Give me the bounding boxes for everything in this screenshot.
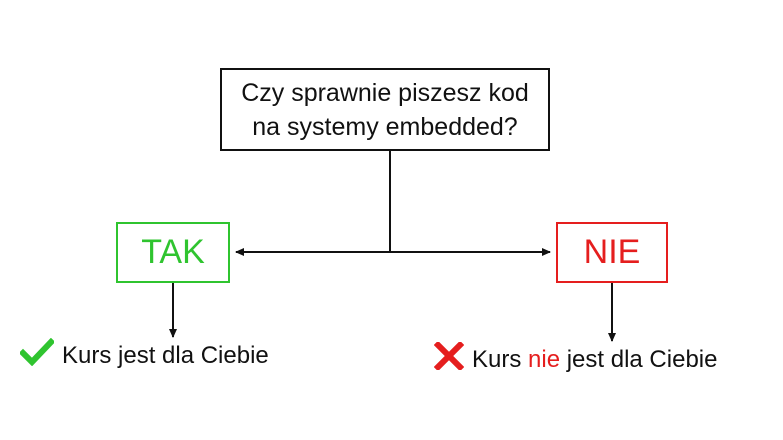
no-box: NIE xyxy=(556,222,668,283)
no-label: NIE xyxy=(583,233,641,271)
no-result-text: Kurs nie jest dla Ciebie xyxy=(472,346,717,374)
cross-icon xyxy=(433,340,465,377)
check-icon xyxy=(18,337,56,373)
question-box: Czy sprawnie piszesz kod na systemy embe… xyxy=(220,68,550,151)
no-result-prefix: Kurs xyxy=(472,345,529,373)
question-line-2: na systemy embedded? xyxy=(252,112,518,141)
no-result: Kurs nie jest dla Ciebie xyxy=(433,340,717,377)
no-result-suffix: jest dla Ciebie xyxy=(560,345,718,373)
yes-box: TAK xyxy=(116,222,230,283)
yes-result-text: Kurs jest dla Ciebie xyxy=(62,341,269,369)
yes-result: Kurs jest dla Ciebie xyxy=(18,337,269,373)
no-result-highlight: nie xyxy=(528,345,561,373)
yes-label: TAK xyxy=(141,233,205,271)
question-line-1: Czy sprawnie piszesz kod xyxy=(241,78,529,107)
